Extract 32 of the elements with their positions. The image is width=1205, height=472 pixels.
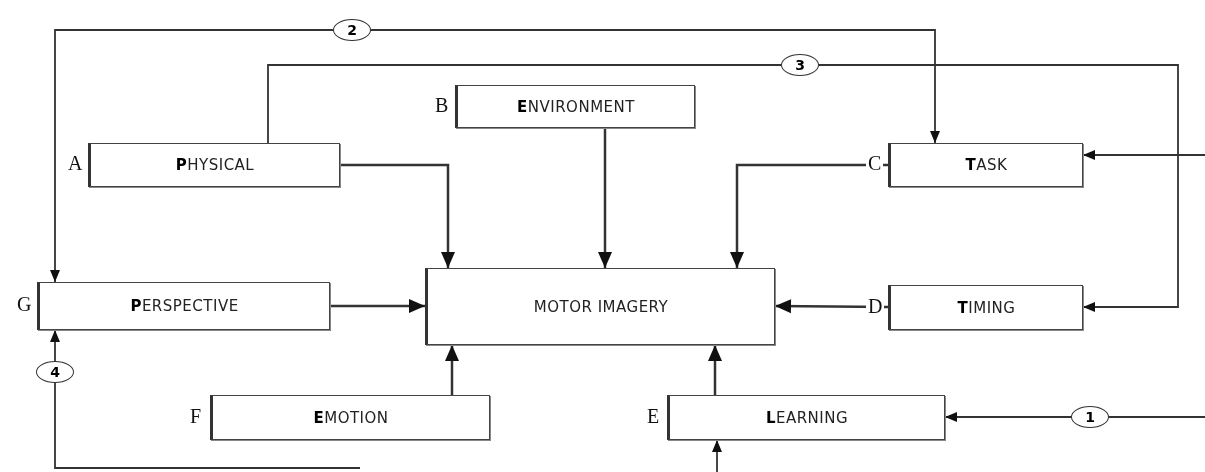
factor-box (888, 143, 1083, 187)
arrow (1082, 150, 1205, 160)
edge-label: 1 (1071, 406, 1109, 428)
arrow (267, 64, 1179, 312)
factor-box (667, 395, 945, 440)
arrow (712, 439, 722, 472)
arrow (50, 29, 940, 283)
factor-box (210, 395, 490, 440)
arrow (708, 345, 722, 395)
factor-box (888, 285, 1083, 330)
arrow (775, 299, 888, 314)
edge-label: 4 (36, 361, 74, 383)
box-label: MOTOR IMAGERY (533, 297, 669, 316)
box-label: ENVIRONMENT (517, 97, 635, 116)
arrow (445, 345, 459, 395)
central-box (425, 268, 775, 345)
box-label: PERSPECTIVE (130, 297, 239, 315)
edge-label: 3 (781, 54, 819, 76)
arrow (340, 163, 455, 268)
arrow (730, 163, 888, 268)
box-label: TIMING (957, 298, 1016, 317)
edge-label: 2 (333, 19, 371, 41)
factor-box (455, 85, 695, 128)
factor-box (88, 143, 340, 187)
box-label: PHYSICAL (175, 156, 255, 174)
arrow (50, 329, 361, 469)
arrow (598, 128, 612, 268)
box-label: LEARNING (765, 408, 849, 427)
arrow (330, 299, 425, 313)
box-label: EMOTION (313, 408, 389, 427)
box-label: TASK (965, 156, 1008, 174)
factor-box (37, 282, 330, 330)
